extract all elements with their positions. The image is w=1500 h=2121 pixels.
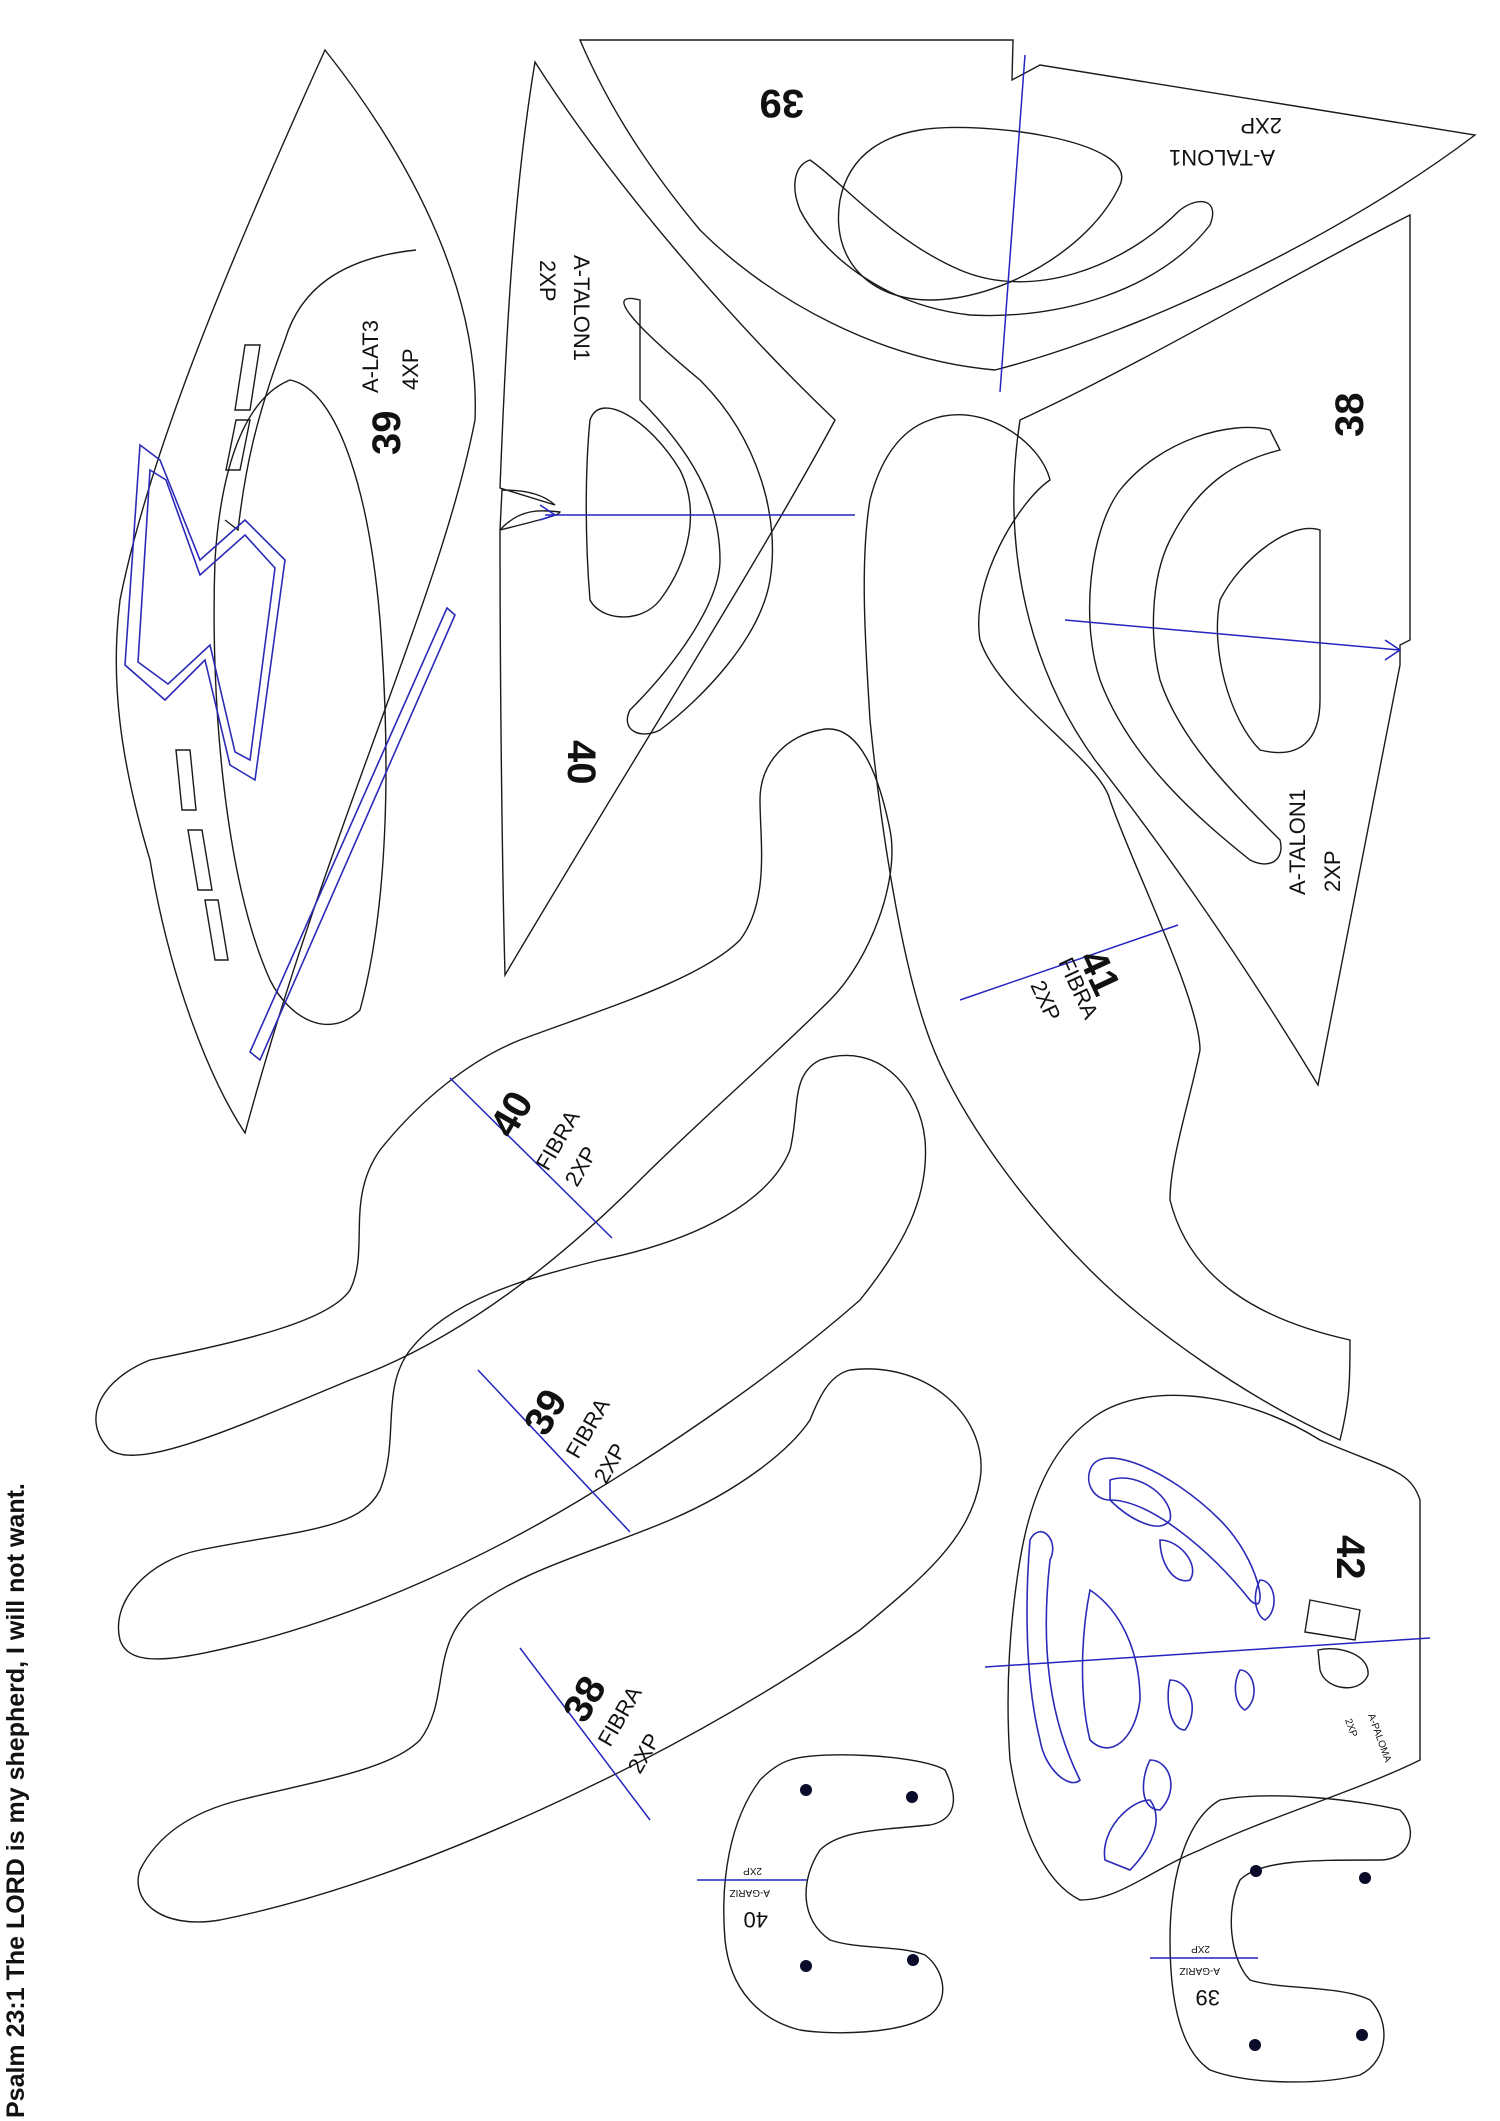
label-gariz-39: 39 A-GARIZ 2XP	[1179, 1943, 1220, 2010]
piece-fibra-38	[137, 1368, 982, 1923]
label-gariz-40: 40 A-GARIZ 2XP	[729, 1865, 770, 1932]
talon40-name: A-TALON1	[569, 255, 594, 361]
talon40-size: 40	[559, 740, 603, 785]
gariz40-name: A-GARIZ	[729, 1887, 770, 1898]
piece-fibra-39	[117, 1054, 927, 1660]
talon38-qty: 2XP	[1320, 850, 1345, 892]
piece-talon-38	[1013, 213, 1411, 1087]
talon39-qty: 2XP	[1240, 113, 1282, 138]
talon38-size: 38	[1328, 393, 1372, 438]
piece-gariz-40	[697, 1754, 955, 2034]
label-fibra-41: 41 FIBRA 2XP	[1025, 943, 1128, 1025]
label-fibra-38: 38 FIBRA 2XP	[555, 1669, 665, 1778]
label-fibra-40: 40 FIBRA 2XP	[482, 1084, 602, 1191]
piece-fibra-41	[863, 414, 1351, 1441]
piece-fibra-40	[95, 728, 893, 1456]
talon38-name: A-TALON1	[1285, 789, 1310, 895]
paloma42-qty: 2XP	[1342, 1717, 1359, 1739]
gariz39-name: A-GARIZ	[1179, 1965, 1220, 1976]
piece-talon-39	[578, 39, 1477, 393]
paloma42-name: A-PALOMA	[1365, 1712, 1393, 1764]
label-talon-38: 38 A-TALON1 2XP	[1285, 393, 1372, 896]
fibra39-size: 39	[516, 1382, 576, 1443]
lat3-size: 39	[365, 411, 409, 456]
label-lat3-39: 39 A-LAT3 4XP	[358, 320, 423, 455]
piece-paloma-42	[984, 1394, 1431, 1901]
gariz39-size: 39	[1196, 1985, 1220, 2010]
gariz39-qty: 2XP	[1191, 1943, 1210, 1954]
fibra40-size: 40	[482, 1084, 542, 1145]
footer-verse: Psalm 23:1 The LORD is my shepherd, I wi…	[2, 1483, 30, 2118]
lat3-qty: 4XP	[398, 348, 423, 390]
label-talon-39: 39 A-TALON1 2XP	[760, 81, 1283, 170]
piece-lat3-39	[115, 48, 476, 1135]
paloma42-size: 42	[1328, 1535, 1372, 1580]
piece-gariz-39	[1150, 1795, 1411, 2083]
fibra41-qty: 2XP	[1025, 977, 1065, 1025]
talon39-name: A-TALON1	[1169, 145, 1275, 170]
gariz40-size: 40	[744, 1907, 768, 1932]
talon39-size: 39	[760, 81, 805, 125]
gariz40-qty: 2XP	[743, 1865, 762, 1876]
piece-talon-40	[499, 60, 855, 978]
talon40-qty: 2XP	[535, 260, 560, 302]
label-talon-40: 40 A-TALON1 2XP	[535, 255, 603, 785]
fibra38-qty: 2XP	[623, 1729, 665, 1778]
fibra39-qty: 2XP	[589, 1439, 631, 1488]
lat3-name: A-LAT3	[358, 320, 383, 393]
